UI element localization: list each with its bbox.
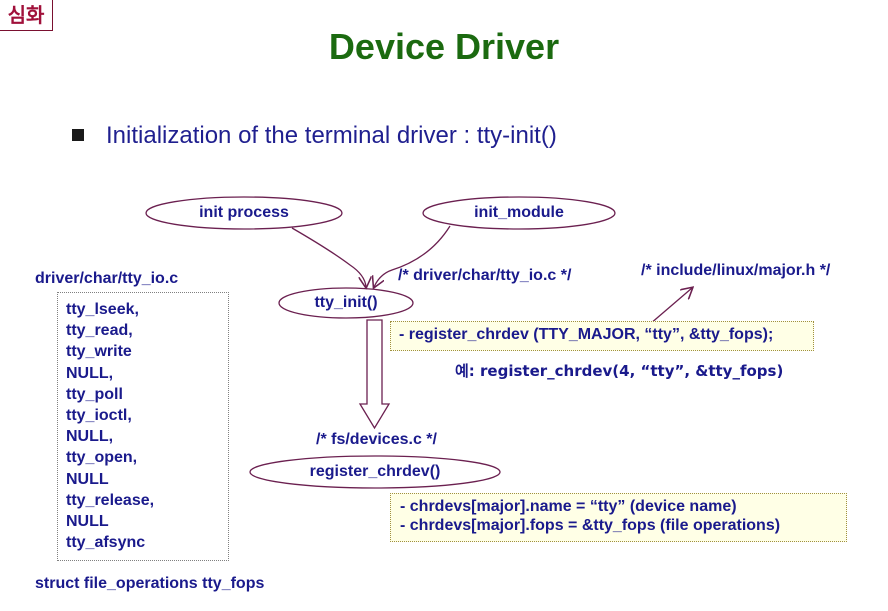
chrdevs-name-line: - chrdevs[major].name = “tty” (device na…: [400, 498, 737, 515]
list-item: NULL,: [66, 364, 114, 382]
list-item: NULL: [66, 513, 109, 531]
list-item: NULL: [66, 470, 109, 488]
list-item: tty_write: [66, 343, 132, 361]
bullet-text: Initialization of the terminal driver : …: [106, 122, 557, 149]
register-chrdev-label: register_chrdev(): [309, 463, 441, 480]
register-call-text: - register_chrdev (TTY_MAJOR, “tty”, &tt…: [399, 326, 774, 343]
list-item: tty_open,: [66, 449, 138, 467]
init-module-label: init_module: [474, 204, 564, 221]
list-item: tty_lseek,: [66, 301, 139, 318]
init-process-oval: [145, 196, 343, 230]
arrow-init-module: [374, 225, 451, 287]
register-chrdev-oval: [249, 455, 501, 489]
arrow-init-process: [291, 227, 366, 287]
list-item: tty_release,: [66, 491, 155, 509]
down-block-arrow: [358, 319, 391, 430]
tty-init-label: tty_init(): [314, 294, 378, 311]
comment-tty-io: /* driver/char/tty_io.c */: [398, 267, 572, 284]
page-title: Device Driver: [328, 26, 560, 67]
section-tag: 심화: [0, 0, 53, 31]
list-item: tty_afsync: [66, 534, 146, 552]
file-label: driver/char/tty_io.c: [35, 270, 179, 287]
list-item: tty_read,: [66, 322, 133, 340]
list-item: tty_poll: [66, 385, 123, 403]
example-text: 예: register_chrdev(4, “tty”, &tty_fops): [455, 362, 784, 380]
fops-list-box: [57, 292, 229, 561]
tty-init-oval: [278, 287, 414, 319]
list-item: tty_ioctl,: [66, 407, 132, 425]
register-call-box: [390, 321, 814, 351]
list-item: NULL,: [66, 428, 114, 446]
chrdevs-box: [390, 493, 847, 542]
bullet-marker: [72, 129, 84, 141]
comment-fs-devices: /* fs/devices.c */: [316, 431, 437, 448]
struct-label: struct file_operations tty_fops: [35, 575, 265, 592]
comment-major-h: /* include/linux/major.h */: [641, 262, 831, 279]
init-module-oval: [422, 196, 616, 230]
init-process-label: init process: [199, 204, 289, 221]
chrdevs-fops-line: - chrdevs[major].fops = &tty_fops (file …: [400, 517, 781, 534]
fops-list: tty_lseek, tty_read, tty_write NULL, tty…: [66, 299, 154, 553]
